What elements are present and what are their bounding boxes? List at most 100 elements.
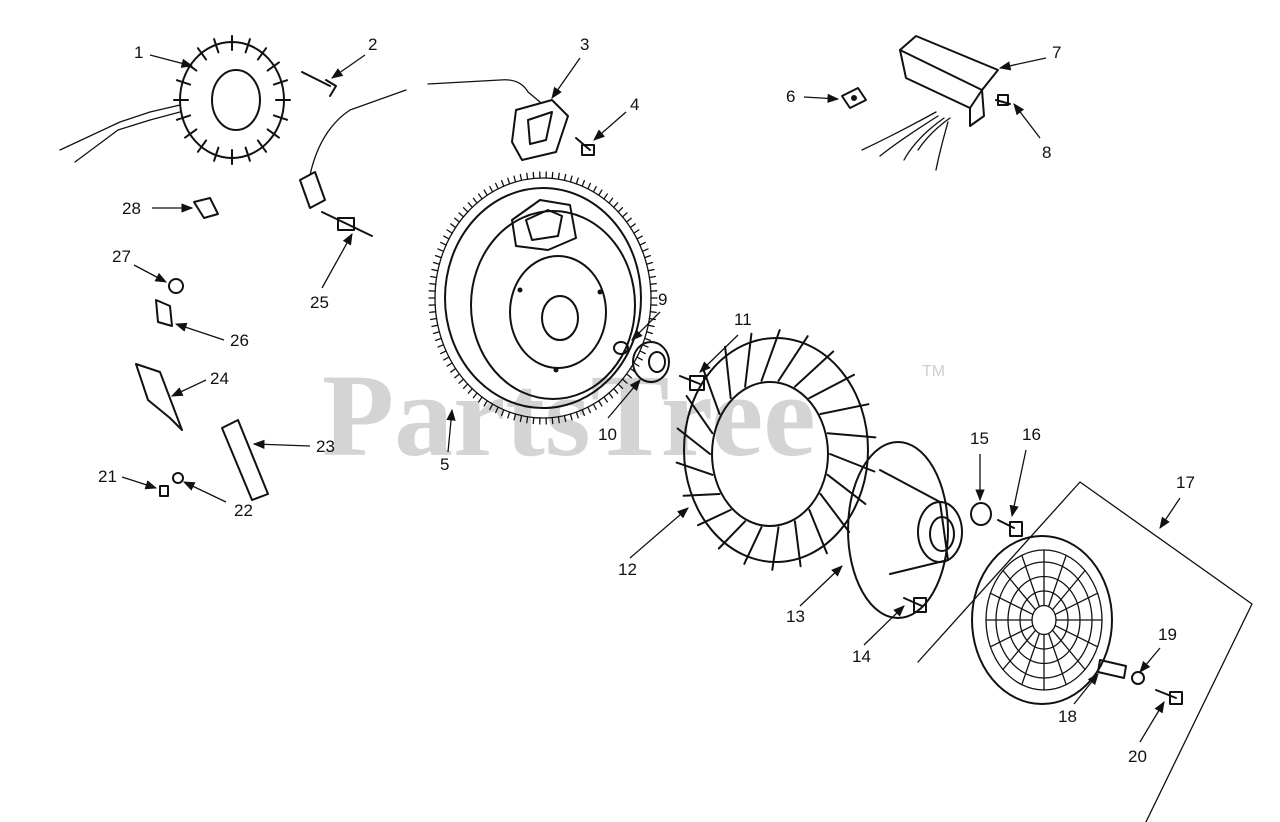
part-bolt-16 — [997, 519, 1023, 537]
callout-21: 21 — [98, 467, 158, 490]
callout-arrow-10 — [607, 379, 641, 419]
part-washer-15 — [970, 502, 992, 526]
callout-arrow-17 — [1159, 497, 1181, 529]
callout-8: 8 — [1013, 103, 1051, 162]
callout-10: 10 — [598, 379, 641, 444]
callout-arrow-24 — [170, 379, 207, 397]
part-screw-8 — [995, 94, 1011, 106]
callout-label-17: 17 — [1176, 473, 1195, 492]
callout-arrow-5 — [446, 408, 456, 453]
part-clip-26 — [155, 299, 173, 327]
part-ignition-module — [299, 79, 569, 209]
callout-15: 15 — [970, 429, 989, 502]
part-clamp-28 — [193, 197, 219, 219]
callout-17: 17 — [1159, 473, 1195, 529]
callout-arrow-8 — [1013, 103, 1041, 139]
callout-label-20: 20 — [1128, 747, 1147, 766]
part-washer-22 — [172, 472, 184, 484]
callout-arrow-4 — [593, 111, 627, 141]
callout-label-9: 9 — [658, 290, 667, 309]
part-washer-10 — [632, 341, 670, 383]
part-washer-19 — [1131, 671, 1145, 685]
callout-arrow-19 — [1139, 647, 1161, 673]
part-clip-6 — [841, 87, 867, 109]
part-screw-2 — [301, 71, 337, 97]
callout-arrow-7 — [998, 57, 1047, 71]
callout-arrow-11 — [699, 334, 739, 373]
callout-label-7: 7 — [1052, 43, 1061, 62]
callout-20: 20 — [1128, 700, 1165, 766]
callout-arrow-25 — [321, 232, 353, 289]
callout-label-10: 10 — [598, 425, 617, 444]
callout-label-8: 8 — [1042, 143, 1051, 162]
callout-label-27: 27 — [112, 247, 131, 266]
part-key-9 — [613, 341, 629, 355]
callout-25: 25 — [310, 232, 353, 312]
part-regulator — [861, 35, 999, 171]
callout-arrow-21 — [121, 476, 158, 490]
part-screw-4 — [575, 137, 595, 156]
callout-27: 27 — [112, 247, 168, 283]
callout-6: 6 — [786, 87, 840, 106]
callout-26: 26 — [174, 322, 249, 350]
part-screen-assembly — [917, 481, 1253, 822]
callout-3: 3 — [551, 35, 589, 99]
callout-arrow-20 — [1139, 700, 1165, 743]
callout-label-24: 24 — [210, 369, 229, 388]
callout-label-3: 3 — [580, 35, 589, 54]
callout-label-28: 28 — [122, 199, 141, 218]
callout-22: 22 — [182, 481, 253, 520]
callout-arrow-14 — [863, 605, 905, 646]
callout-label-19: 19 — [1158, 625, 1177, 644]
part-screw-20 — [1155, 689, 1183, 705]
watermark-trademark: TM — [922, 363, 945, 380]
watermark-text: PartsTree — [322, 350, 816, 481]
callout-label-11: 11 — [734, 310, 752, 329]
callout-18: 18 — [1058, 673, 1099, 726]
callout-16: 16 — [1009, 425, 1041, 518]
callout-2: 2 — [331, 35, 377, 79]
callout-1: 1 — [134, 43, 194, 68]
callout-label-18: 18 — [1058, 707, 1077, 726]
callout-arrow-22 — [182, 481, 227, 503]
callout-19: 19 — [1139, 625, 1177, 673]
callout-arrow-18 — [1073, 673, 1099, 705]
callout-arrow-26 — [174, 322, 225, 341]
callout-14: 14 — [852, 605, 905, 666]
callout-24: 24 — [170, 369, 229, 397]
part-bolt-11 — [679, 375, 705, 391]
callout-arrow-2 — [331, 54, 366, 79]
callout-arrow-9 — [631, 311, 661, 341]
callout-arrow-12 — [629, 507, 689, 559]
part-stator — [59, 35, 291, 165]
part-nut-27 — [168, 278, 184, 294]
part-plate-23 — [221, 419, 269, 501]
callout-arrow-3 — [551, 57, 581, 99]
part-flywheel — [428, 171, 658, 425]
part-spark-plug — [321, 211, 373, 237]
callout-label-26: 26 — [230, 331, 249, 350]
callout-7: 7 — [998, 43, 1061, 71]
watermark: PartsTree TM — [322, 350, 945, 481]
callout-11: 11 — [699, 310, 752, 373]
callout-arrow-6 — [803, 93, 840, 104]
callout-arrow-16 — [1009, 449, 1027, 518]
callout-28: 28 — [122, 199, 194, 218]
callout-arrow-13 — [799, 565, 843, 607]
callout-label-4: 4 — [630, 95, 639, 114]
callout-label-22: 22 — [234, 501, 253, 520]
callout-23: 23 — [252, 437, 335, 456]
part-bolt-14 — [903, 597, 927, 613]
callout-label-2: 2 — [368, 35, 377, 54]
callout-12: 12 — [618, 507, 689, 579]
callout-label-12: 12 — [618, 560, 637, 579]
part-hub — [847, 441, 963, 619]
callout-label-23: 23 — [316, 437, 335, 456]
callout-label-6: 6 — [786, 87, 795, 106]
callout-4: 4 — [593, 95, 639, 141]
callout-label-15: 15 — [970, 429, 989, 448]
callout-label-16: 16 — [1022, 425, 1041, 444]
callout-arrow-1 — [149, 54, 194, 68]
